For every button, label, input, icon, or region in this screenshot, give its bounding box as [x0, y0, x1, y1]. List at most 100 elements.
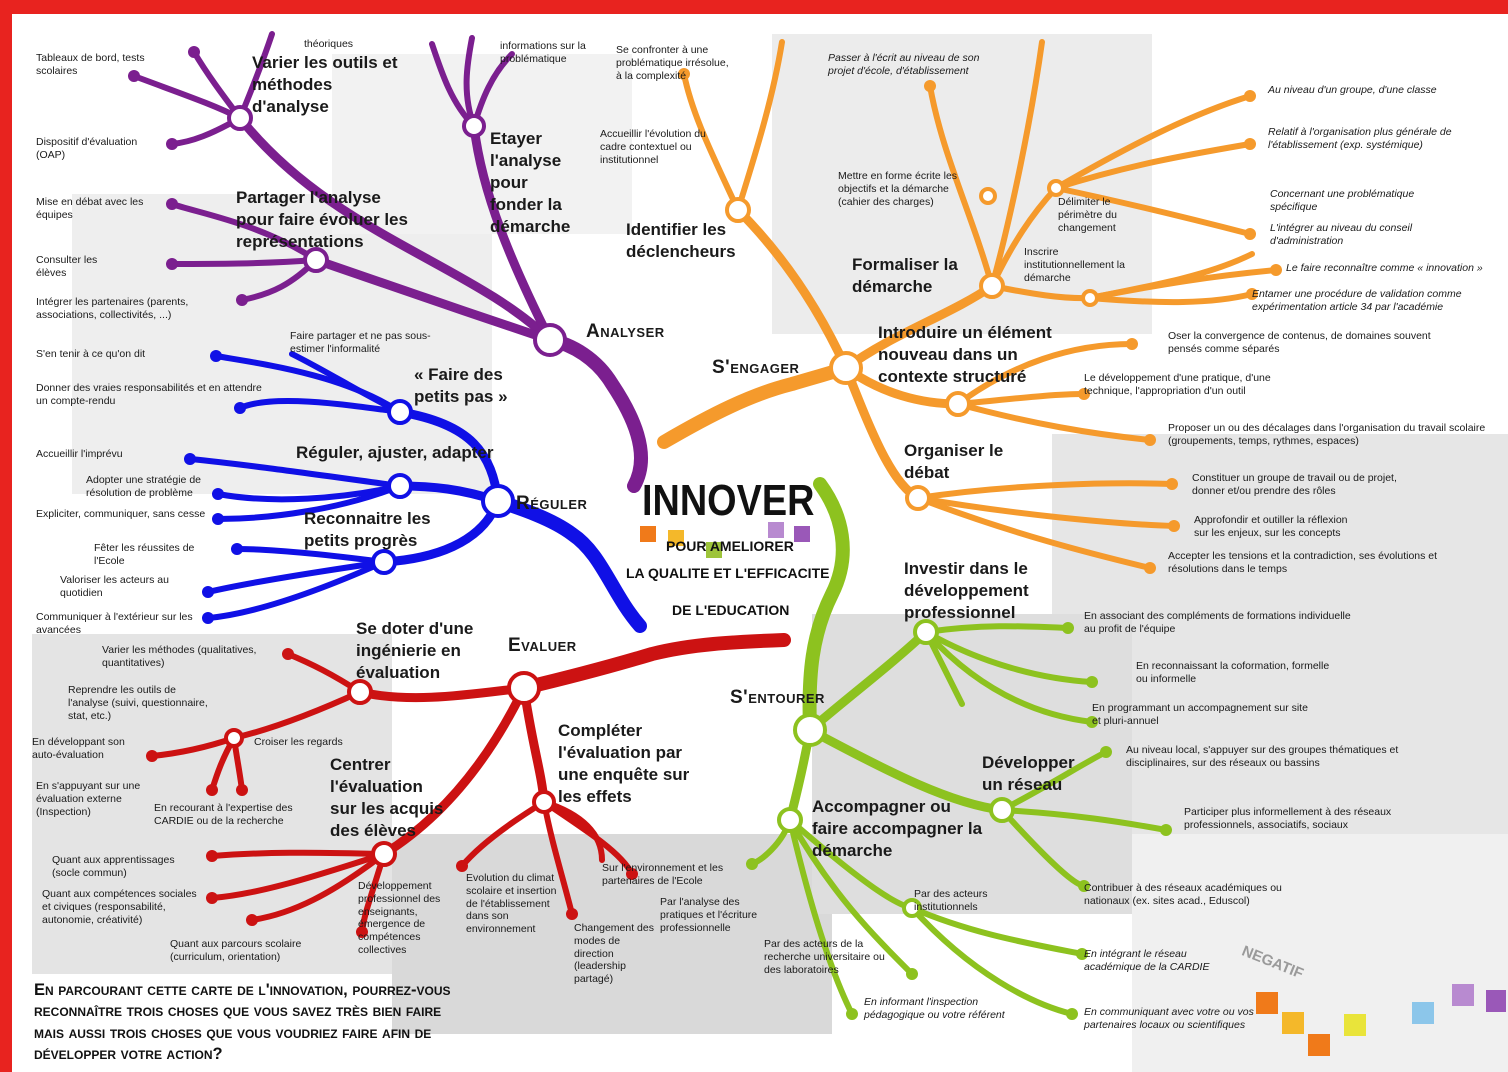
evaluer-leaf-dot	[246, 914, 258, 926]
reguler-leaf-edge	[205, 559, 387, 621]
reguler-leaf-edge	[187, 456, 403, 489]
evaluer-leaf: Croiser les regards	[254, 736, 343, 748]
sengager-leaf-edge	[915, 480, 1175, 501]
sentourer-leaf: Participer plus informellement à des rés…	[1184, 806, 1392, 831]
evaluer-edge-sub3	[519, 683, 549, 807]
sengager-leaf: Le développement d'une pratique, d'une t…	[1084, 372, 1271, 397]
evaluer-leaf-dot	[356, 926, 368, 938]
sengager-leaf-edge	[915, 495, 1177, 529]
evaluer-leaf-dot	[456, 860, 468, 872]
sengager-leaf: Inscrire institutionnellement la démarch…	[1024, 246, 1125, 284]
analyser-leaf: Dispositif d'évaluation (OAP)	[36, 136, 138, 161]
evaluer-leaf-dot	[626, 868, 638, 880]
sentourer-leaf-dot	[1086, 676, 1098, 688]
reguler-leaf-edge	[234, 546, 387, 565]
center-subtitle-line2: LA QUALITE ET L'EFFICACITE	[626, 565, 830, 581]
sengager-leaf-edge	[989, 283, 1093, 302]
analyser-leaf-dot	[236, 294, 248, 306]
evaluer-leaf-edge	[249, 851, 387, 923]
decorative-square	[640, 526, 656, 542]
decorative-square	[1282, 1012, 1304, 1034]
reguler-node	[481, 484, 515, 518]
center-subtitle-line3: DE L'EDUCATION	[672, 602, 790, 618]
sentourer-leaf-dot	[1076, 948, 1088, 960]
sengager-leaf-dot	[1166, 478, 1178, 490]
decorative-square	[1344, 1014, 1366, 1036]
sengager-sub4-label: Organiser le débat	[904, 441, 1004, 483]
evaluer-leaf-edge	[541, 799, 575, 917]
evaluer-node	[347, 679, 373, 705]
sengager-leaf-dot	[1244, 90, 1256, 102]
analyser-leaf-dot	[166, 258, 178, 270]
sentourer-leaf-dot	[1160, 824, 1172, 836]
sengager-edge-sub1	[733, 205, 851, 373]
reguler-sub1-label: « Faire des petits pas »	[414, 365, 508, 407]
sentourer-leaf-dot	[1100, 746, 1112, 758]
reguler-leaf-dot	[212, 488, 224, 500]
reguler-leaf: S'en tenir à ce qu'on dit	[36, 348, 146, 360]
branch-label-reguler: Réguler	[516, 493, 588, 514]
analyser-leaf-dot	[166, 198, 178, 210]
sentourer-leaf-edge	[787, 817, 855, 1017]
reguler-node	[371, 549, 397, 575]
sengager-leaf-dot	[1244, 228, 1256, 240]
sentourer-edge-sub2	[805, 725, 1007, 815]
reguler-leaf-dot	[234, 402, 246, 414]
sentourer-leaf-edge	[999, 749, 1109, 813]
evaluer-leaf-edge	[209, 849, 387, 859]
reguler-leaf-edge	[215, 483, 403, 522]
evaluer-edge-sub1	[355, 683, 529, 703]
evaluer-leaf-dot	[146, 750, 158, 762]
sentourer-sub1-label: Investir dans le développement professio…	[904, 559, 1029, 623]
sentourer-leaf: En associant des compléments de formatio…	[1084, 610, 1351, 635]
analyser-leaf-dot	[166, 138, 178, 150]
analyser-sub2-label: Partager l'analyse pour faire évoluer le…	[236, 188, 408, 252]
analyser-sub1-label: Varier les outils et méthodes d'analyse	[252, 53, 398, 117]
mind-map-canvas: NEGATIF INNOVER POUR AMELIORER LA QUALIT…	[12, 14, 1508, 1072]
sengager-node	[1047, 179, 1065, 197]
reguler-leaf-edge	[205, 559, 387, 595]
sentourer-leaf-dot	[906, 968, 918, 980]
sentourer-leaf-edge	[923, 623, 1071, 635]
branch-label-sengager: S'engager	[712, 357, 800, 378]
sengager-leaf-edge	[955, 341, 1135, 407]
sengager-leaf: Accueillir l'évolution du cadre contextu…	[600, 128, 706, 166]
branch-label-sentourer: S'entourer	[730, 687, 825, 708]
sengager-leaf: Passer à l'écrit au niveau de son projet…	[828, 52, 980, 77]
sengager-leaf-dot	[1246, 288, 1258, 300]
evaluer-leaf-dot	[206, 850, 218, 862]
reguler-sub3-label: Reconnaitre les petits progrès	[304, 509, 431, 551]
sentourer-edge-sub1	[805, 627, 931, 735]
reguler-node	[387, 399, 413, 425]
sengager-leaf: Constituer un groupe de travail ou de pr…	[1192, 472, 1397, 497]
sengager-leaf: Relatif à l'organisation plus générale d…	[1268, 126, 1452, 151]
evaluer-leaf-edge	[541, 799, 635, 877]
sengager-node	[945, 391, 971, 417]
branch-label-evaluer: Evaluer	[508, 635, 577, 656]
sengager-leaf: Proposer un ou des décalages dans l'orga…	[1168, 422, 1486, 447]
sengager-leaf: Approfondir et outiller la réflexion sur…	[1194, 514, 1348, 539]
sentourer-leaf-dot	[846, 1008, 858, 1020]
evaluer-leaf: Sur l'environnement et les partenaires d…	[602, 862, 724, 887]
sentourer-leaf-dot	[746, 858, 758, 870]
sentourer-leaf-edge	[909, 905, 1075, 1017]
sengager-leaf-dot	[1244, 138, 1256, 150]
sengager-leaf-edge	[1053, 185, 1253, 237]
decorative-square	[1412, 1002, 1434, 1024]
sentourer-leaf-edge	[909, 905, 1085, 957]
decorative-square	[1452, 984, 1474, 1006]
reflection-question: En parcourant cette carte de l'innovatio…	[34, 980, 451, 1066]
reguler-leaf: Donner des vraies responsabilités et en …	[36, 382, 262, 407]
decorative-square	[768, 522, 784, 538]
reguler-leaf: Communiquer à l'extérieur sur les avancé…	[36, 611, 193, 636]
sengager-leaf-dot	[1144, 434, 1156, 446]
decorative-square	[794, 526, 810, 542]
sengager-edge-sub2	[841, 281, 997, 373]
analyser-leaf-dot	[128, 70, 140, 82]
sengager-node	[905, 485, 931, 511]
evaluer-sub3-label: Compléter l'évaluation par une enquête s…	[558, 721, 690, 807]
sengager-leaf: Au niveau d'un groupe, d'une classe	[1268, 84, 1437, 96]
evaluer-node	[224, 728, 244, 748]
analyser-node	[533, 323, 567, 357]
mind-map-graph	[128, 31, 1282, 1020]
